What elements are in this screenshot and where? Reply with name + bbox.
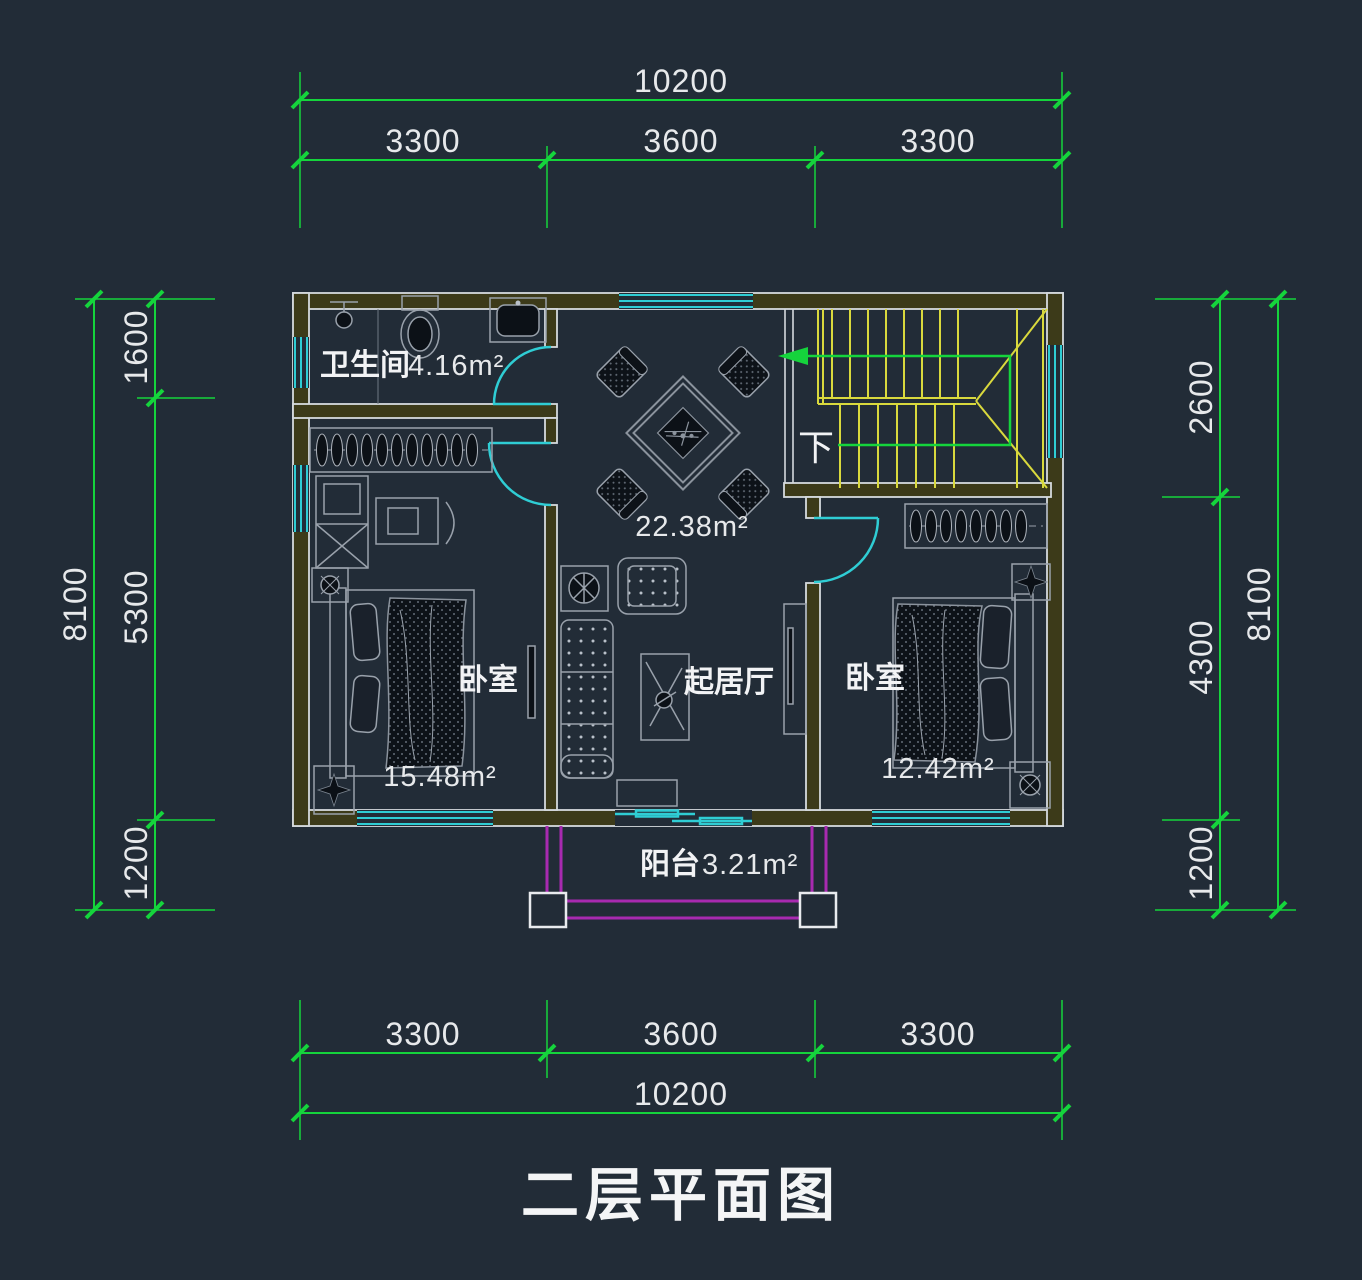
stairs-direction-arrow [778,347,1012,447]
stairs-winder-diagonal-down [975,400,1048,489]
nightstand-left-bottom [313,765,355,815]
dim-right-total: 8100 [1241,566,1277,641]
dim-bottom-seg2: 3600 [643,1016,718,1052]
corner-plant [560,565,609,612]
wall-stairwell-bottom [783,482,1052,498]
dim-top-seg2: 3600 [643,123,718,159]
dim-left-seg3: 1200 [118,825,154,900]
label-living-name: 起居厅 [684,666,774,699]
window-bottom-bedroomright [872,810,1010,826]
bedroomright-furniture [892,503,1051,809]
wardrobe-left [309,427,493,473]
bathroom-fixtures [330,295,547,404]
drawing-title: 二层平面图 [521,1163,841,1228]
shower-icon [330,301,358,329]
wall-bathroom-bottom [292,403,558,419]
stairwell-left-partition [784,309,794,483]
wall-bedroomleft-living [544,504,558,811]
wall-bedroomright-stub [805,496,821,519]
desk-chair [375,497,455,545]
dim-top-seg1: 3300 [385,123,460,159]
door-bathroom [492,345,552,406]
bed-left [329,587,475,779]
label-bedroomright-name: 卧室 [845,661,905,695]
living-furniture [560,557,807,807]
balcony-post-left [528,891,568,929]
dimension-ticks [290,90,1072,170]
door-bedroom-left [487,441,552,507]
wall-exterior-left [292,292,310,827]
doors [487,345,880,584]
dim-right-seg2: 4300 [1183,619,1219,694]
dining-chair [594,344,650,400]
armchair [617,557,687,615]
dim-left-seg1: 1600 [118,309,154,384]
dim-left-seg2: 5300 [118,569,154,644]
label-balcony-name: 阳台 [640,847,700,881]
wall-tv-left [527,645,536,719]
dim-top-seg3: 3300 [900,123,975,159]
dim-bottom-seg3: 3300 [900,1016,975,1052]
window-right-stairs [1047,345,1063,458]
dimension-bottom [290,1000,1072,1140]
dim-bottom-total: 10200 [634,1076,728,1112]
sink-icon [489,297,547,343]
wall-bedroomleft-top-stub [544,417,558,444]
window-top-dining [619,293,753,309]
bed-right [892,593,1034,773]
window-left-bedroom [293,465,309,532]
label-bedroomleft-name: 卧室 [458,663,518,697]
bedroomleft-furniture [309,427,536,815]
nightstand-right-bottom [1009,761,1051,809]
doormat [616,779,678,807]
coffee-table [640,653,690,741]
balcony-sliding-door [615,809,752,826]
dim-top-total: 10200 [634,63,728,99]
toilet-icon [400,295,440,359]
stairs-down-label: 下 [798,427,834,468]
label-bedroomright-area: 12.42m² [881,753,994,785]
wall-bathroom-right [544,308,558,348]
tv-cabinet [783,603,807,735]
balcony-railing [545,826,828,920]
dimension-left [75,289,215,920]
cabinet-left [315,475,369,569]
table-centerpiece [656,406,710,460]
dim-left-total: 8100 [57,566,93,641]
label-bedroomleft-area: 15.48m² [383,761,496,793]
dining-table-set [594,344,772,522]
dim-right-seg1: 2600 [1183,359,1219,434]
windows [293,293,1063,826]
label-bathroom-name: 卫生间 [320,349,410,382]
window-bottom-bedroomleft [357,810,493,826]
dining-chair [716,344,772,400]
label-balcony-area: 3.21m² [702,849,798,881]
dim-bottom-seg1: 3300 [385,1016,460,1052]
label-bathroom-area: 4.16m² [408,350,504,382]
door-bedroom-right [813,516,880,584]
sofa [560,619,614,779]
nightstand-left-top [311,567,349,603]
stairs-winder-diagonal-up [975,308,1048,402]
stairs [817,308,1048,489]
dimension-right [1155,289,1296,920]
wall-bedroomright-living [805,582,821,811]
wardrobe-right [904,503,1048,549]
dimension-top [290,72,1072,228]
arrow-head [778,347,808,365]
label-dining-area: 22.38m² [635,511,748,543]
balcony [528,826,838,929]
window-left-bathroom [293,337,309,388]
balcony-post-right [798,891,838,929]
nightstand-right-top [1011,563,1051,601]
dim-right-seg3: 1200 [1183,825,1219,900]
